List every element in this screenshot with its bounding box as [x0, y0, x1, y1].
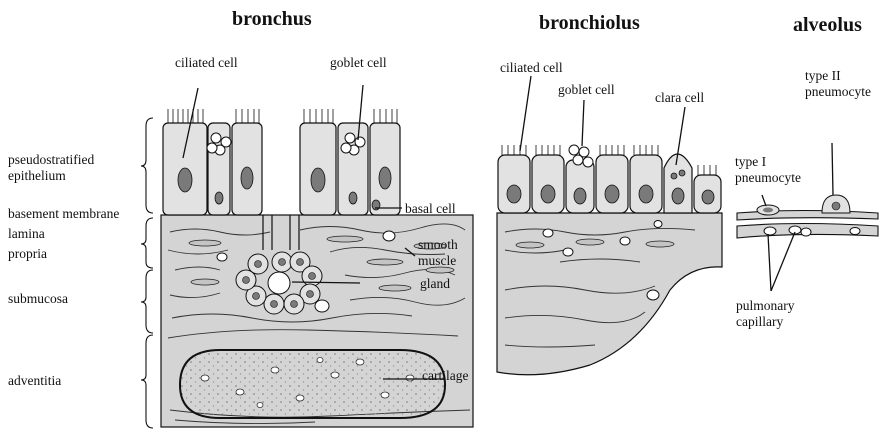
- label-pulmonary: pulmonary: [736, 298, 795, 314]
- bronchiolus-panel: [497, 76, 722, 375]
- bronchus-epithelium: [163, 123, 400, 215]
- label-type2-line1: type II: [805, 68, 841, 84]
- label-basal-cell: basal cell: [405, 201, 456, 217]
- label-type1-line2: pneumocyte: [735, 170, 801, 186]
- label-cartilage: cartilage: [422, 368, 468, 384]
- layer-label-propria: propria: [8, 246, 47, 262]
- layer-label-basement-membrane: basement membrane: [8, 206, 119, 222]
- title-bronchiolus: bronchiolus: [539, 12, 640, 35]
- label-gland: gland: [420, 276, 450, 292]
- label-capillary: capillary: [736, 314, 783, 330]
- label-type2-line2: pneumocyte: [805, 84, 871, 100]
- layer-label-adventitia: adventitia: [8, 373, 61, 389]
- cartilage: [180, 350, 445, 418]
- title-bronchus: bronchus: [232, 8, 312, 31]
- layer-braces: [141, 118, 153, 428]
- layer-label-pseudostratified: pseudostratified: [8, 152, 94, 168]
- label-bronchus-goblet-cell: goblet cell: [330, 55, 387, 71]
- layer-label-lamina: lamina: [8, 226, 45, 242]
- label-type1-line1: type I: [735, 154, 766, 170]
- layer-label-submucosa: submucosa: [8, 291, 68, 307]
- bronchiolus-epithelium: [498, 154, 721, 213]
- title-alveolus: alveolus: [793, 14, 862, 37]
- bronchiolus-tissue: [497, 213, 722, 375]
- label-bronchiolus-ciliated-cell: ciliated cell: [500, 60, 563, 76]
- label-bronchus-ciliated-cell: ciliated cell: [175, 55, 238, 71]
- label-smooth: smooth: [418, 237, 458, 253]
- label-clara-cell: clara cell: [655, 90, 704, 106]
- layer-label-epithelium: epithelium: [8, 168, 66, 184]
- label-muscle: muscle: [418, 253, 456, 269]
- bronchus-cilia: [168, 109, 397, 123]
- label-bronchiolus-goblet-cell: goblet cell: [558, 82, 615, 98]
